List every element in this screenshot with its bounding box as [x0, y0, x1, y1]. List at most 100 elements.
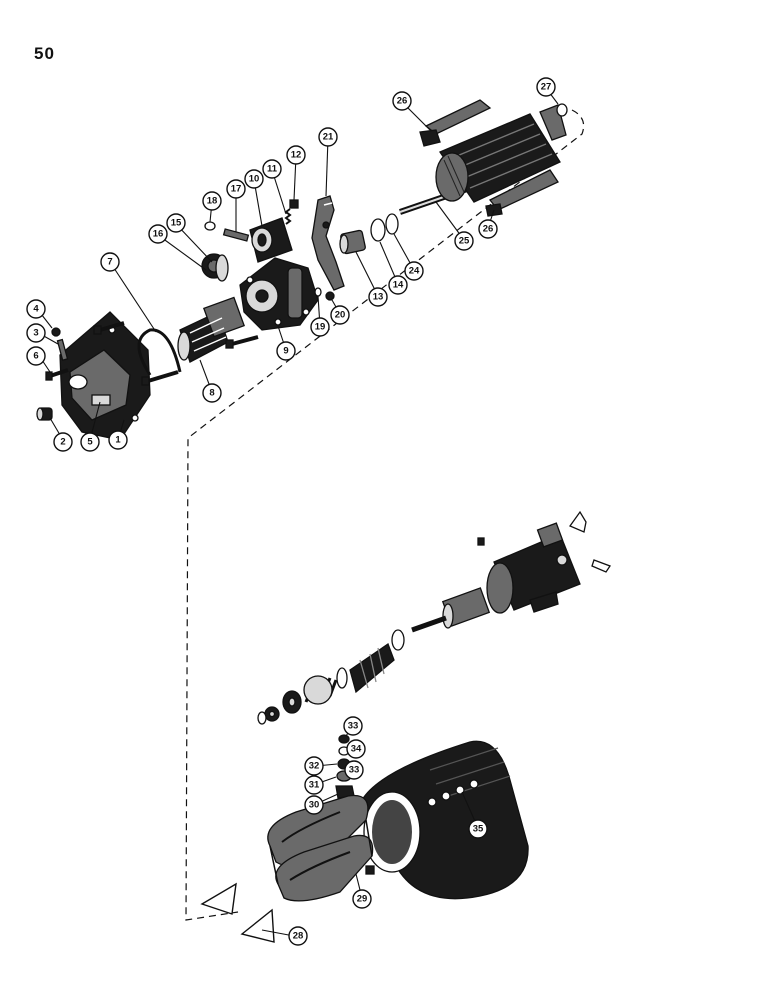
- gasket-part: [215, 254, 229, 282]
- callout-21: 21: [318, 127, 338, 147]
- callout-12: 12: [286, 145, 306, 165]
- drive-washer-inner: [288, 697, 296, 707]
- terminal-link-part: [591, 559, 611, 573]
- callout-30: 30: [304, 795, 324, 815]
- plunger-part: [411, 587, 491, 633]
- svg-text:8: 8: [209, 388, 214, 399]
- shift-pin-part: [222, 228, 250, 242]
- spring-part: [284, 208, 292, 225]
- armature-part: [399, 104, 567, 215]
- clip-part: [325, 291, 335, 301]
- thrust-washer-part: [385, 213, 399, 235]
- callout-18: 18: [202, 191, 222, 211]
- shaft-bushing-part: [339, 229, 366, 255]
- drive-pinion-part: [177, 296, 245, 363]
- assembly-dashed-line: [185, 109, 585, 921]
- thrust-ring-part: [370, 218, 386, 242]
- shift-housing-part: [249, 217, 293, 263]
- callout-8: 8: [202, 383, 222, 403]
- svg-text:1: 1: [115, 435, 121, 446]
- svg-text:26: 26: [397, 96, 408, 107]
- callout-24: 24: [404, 261, 424, 281]
- svg-text:34: 34: [351, 744, 362, 755]
- svg-text:16: 16: [153, 229, 164, 240]
- gear-housing-part: [239, 257, 319, 331]
- callout-2: 2: [53, 432, 73, 452]
- svg-text:24: 24: [409, 266, 420, 277]
- svg-text:19: 19: [315, 322, 326, 333]
- callout-14: 14: [388, 275, 408, 295]
- drive-nut-inner: [268, 710, 276, 718]
- nut-part: [51, 327, 61, 337]
- svg-text:3: 3: [33, 328, 38, 339]
- pin-part: [56, 338, 69, 361]
- callout-13: 13: [368, 287, 388, 307]
- svg-text:14: 14: [393, 280, 404, 291]
- svg-text:26: 26: [483, 224, 494, 235]
- callout-26-lower: 26: [478, 219, 498, 239]
- svg-text:17: 17: [231, 184, 242, 195]
- solenoid-part: [486, 522, 581, 614]
- small-nut-part: [289, 199, 299, 209]
- retaining-ring-part: [204, 221, 216, 231]
- svg-text:12: 12: [291, 150, 302, 161]
- field-coils-part: [267, 794, 375, 902]
- callout-35: 35: [468, 819, 488, 839]
- insulator-part-left: [200, 882, 237, 915]
- callout-31: 31: [304, 775, 324, 795]
- small-screw-part: [477, 537, 485, 546]
- end-washer-part: [556, 103, 568, 117]
- callout-10: 10: [244, 169, 264, 189]
- svg-text:20: 20: [335, 310, 346, 321]
- callout-16: 16: [148, 224, 168, 244]
- svg-text:7: 7: [107, 257, 112, 268]
- callout-20: 20: [330, 305, 350, 325]
- callout-32: 32: [304, 756, 324, 776]
- svg-text:27: 27: [541, 82, 552, 93]
- callout-33-bottom: 33: [344, 760, 364, 780]
- callout-1: 1: [108, 430, 128, 450]
- page-number: 50: [34, 44, 55, 63]
- svg-text:28: 28: [293, 931, 304, 942]
- svg-text:6: 6: [33, 351, 38, 362]
- svg-text:30: 30: [309, 800, 320, 811]
- callout-29: 29: [352, 889, 372, 909]
- through-bolt-part: [93, 321, 125, 335]
- callout-15: 15: [166, 213, 186, 233]
- plunger-boot-part: [349, 642, 395, 694]
- svg-text:31: 31: [309, 780, 320, 791]
- shift-lever-part: [311, 195, 345, 291]
- insulator-part-right: [240, 908, 275, 943]
- svg-text:18: 18: [207, 196, 218, 207]
- svg-text:33: 33: [348, 721, 359, 732]
- svg-text:21: 21: [323, 132, 334, 143]
- through-bolt-part: [141, 370, 179, 386]
- callout-26-upper: 26: [392, 91, 412, 111]
- callout-7: 7: [100, 252, 120, 272]
- callout-5: 5: [80, 432, 100, 452]
- callout-28: 28: [288, 926, 308, 946]
- washer-part: [314, 287, 322, 297]
- terminal-stack-part: [335, 734, 355, 799]
- callout-34: 34: [346, 739, 366, 759]
- svg-text:4: 4: [33, 304, 39, 315]
- small-washer-part: [257, 711, 267, 725]
- callout-4: 4: [26, 299, 46, 319]
- callout-17: 17: [226, 179, 246, 199]
- svg-text:35: 35: [473, 824, 484, 835]
- end-housing-part: [59, 311, 151, 441]
- callout-25: 25: [454, 231, 474, 251]
- callout-33-top: 33: [343, 716, 363, 736]
- svg-text:13: 13: [373, 292, 384, 303]
- svg-text:33: 33: [349, 765, 360, 776]
- callout-11: 11: [262, 159, 282, 179]
- svg-text:25: 25: [459, 236, 470, 247]
- terminal-bracket-part: [569, 510, 587, 533]
- svg-text:10: 10: [249, 174, 260, 185]
- svg-text:9: 9: [283, 346, 288, 357]
- field-frame-part: [361, 740, 529, 900]
- svg-text:29: 29: [357, 894, 368, 905]
- screw-part: [45, 368, 69, 381]
